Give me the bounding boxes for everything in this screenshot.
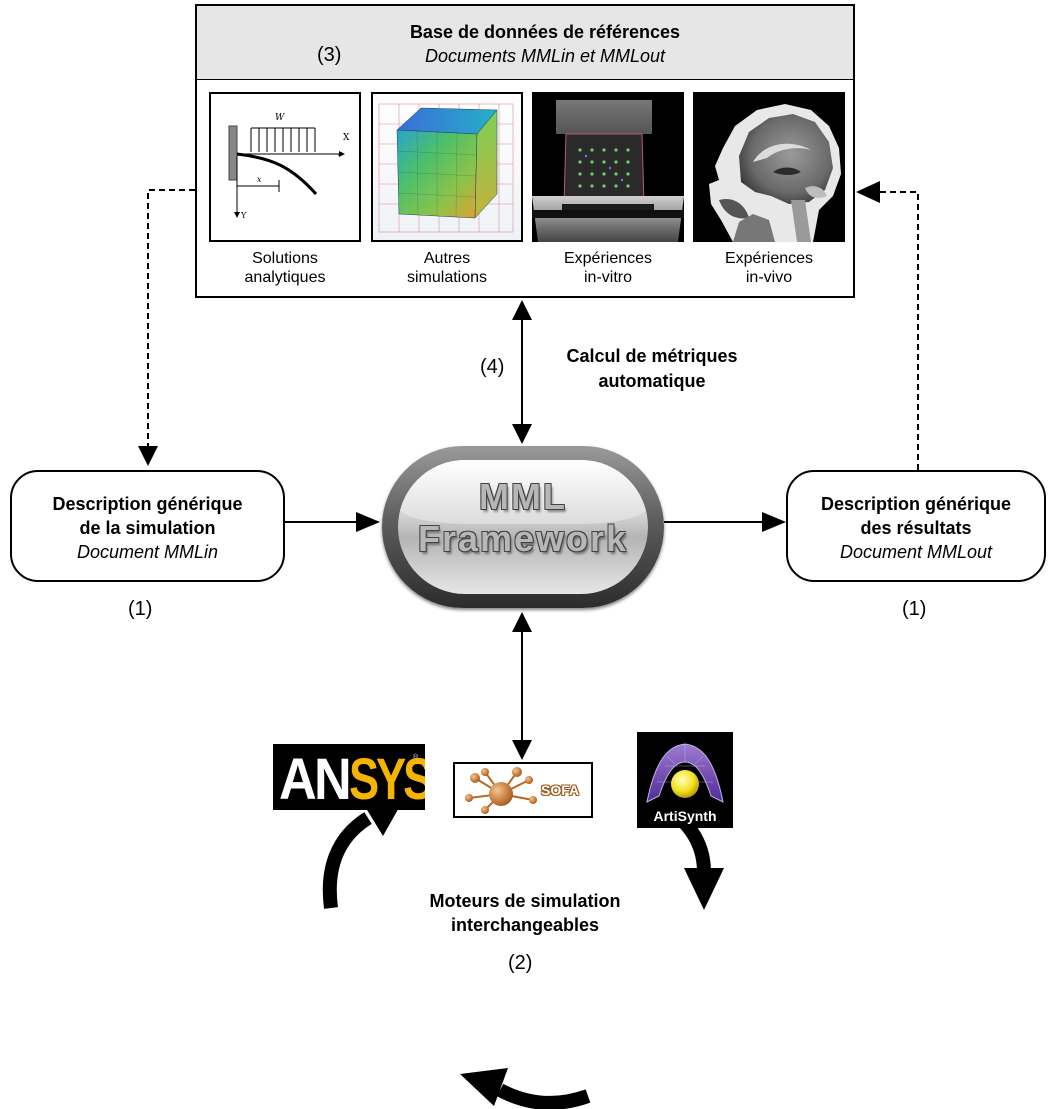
ansys-logo-sys: SYS: [349, 747, 425, 810]
framework-line2: Framework: [417, 518, 629, 559]
arrowhead-output: [762, 512, 786, 532]
cube-graphic: [378, 103, 514, 233]
arrowhead-framework-up: [512, 612, 532, 632]
dashed-arrow-output-to-db: [878, 191, 919, 470]
metrics-label: Calcul de métriques automatique: [542, 344, 762, 394]
database-number: (3): [317, 44, 342, 66]
db-item-2-line2: simulations: [406, 269, 488, 286]
input-description-title-line2: de la simulation: [79, 518, 216, 538]
engines-number: (2): [508, 952, 533, 974]
arrowhead-sofa-down: [512, 740, 532, 760]
output-description-subtitle: Document MMLout: [839, 542, 993, 562]
curved-arrow-ansys-to-sofa: [322, 812, 372, 909]
db-item-4-line1: Expériences: [724, 250, 814, 267]
artisynth-logo: ArtiSynth: [637, 732, 733, 828]
db-item-label-1: Solutions analytiques: [205, 249, 365, 287]
database-title: Base de données de références: [409, 22, 681, 42]
in-vitro-ct-scan-icon: [532, 92, 684, 242]
input-description-title-line1: Description générique: [52, 494, 243, 514]
sofa-logo-text: SOFA: [541, 782, 580, 798]
database-subtitle: Documents MMLin et MMLout: [424, 46, 666, 66]
db-item-label-3: Expériences in-vitro: [528, 249, 688, 287]
curved-arrowhead-sofa-to-artisynth: [684, 868, 724, 910]
in-vitro-graphic: [532, 100, 684, 242]
mml-framework-core: MML Framework: [398, 460, 648, 594]
curved-arrowhead-artisynth-to-ansys: [460, 1068, 508, 1106]
metrics-number: (4): [480, 356, 505, 378]
db-item-1-line2: analytiques: [244, 269, 326, 286]
arrowhead-db-up: [512, 300, 532, 320]
ansys-logo-an: AN: [279, 747, 352, 810]
beam-load-label: W: [275, 113, 285, 123]
db-item-label-4: Expériences in-vivo: [689, 249, 849, 287]
framework-line1: MML: [479, 476, 567, 517]
mri-graphic: [709, 104, 841, 242]
db-item-1-line1: Solutions: [252, 250, 318, 267]
sofa-logo: SOFA: [453, 762, 593, 818]
artisynth-mesh-icon: [646, 743, 724, 803]
metrics-line2: automatique: [598, 371, 706, 391]
engines-label: Moteurs de simulation interchangeables: [390, 889, 660, 937]
mri-head-scan-icon: [693, 92, 845, 242]
output-description-number: (1): [902, 598, 927, 620]
reference-database-header: (3) Base de données de références Docume…: [195, 4, 855, 80]
arrowhead-framework-down: [512, 424, 532, 444]
dashed-arrow-db-to-input: [147, 189, 195, 452]
arrowhead-framework-left: [356, 512, 380, 532]
framework-gloss: [398, 460, 648, 524]
engines-label-line1: Moteurs de simulation: [429, 891, 621, 911]
input-description-number: (1): [128, 598, 153, 620]
ansys-registered-mark: ®: [413, 754, 419, 761]
db-item-3-line2: in-vitro: [583, 269, 632, 286]
output-description-title-line2: des résultats: [860, 518, 972, 538]
sofa-molecule-icon: [465, 767, 537, 814]
db-item-2-line1: Autres: [423, 250, 471, 267]
engines-label-line2: interchangeables: [450, 915, 600, 935]
beam-dimension-label: x: [257, 175, 262, 184]
cantilever-beam-diagram-icon: W X Y x: [209, 92, 361, 242]
curved-arrow-artisynth-to-ansys: [496, 1083, 591, 1109]
output-description-title-line1: Description générique: [820, 494, 1012, 514]
db-item-label-2: Autres simulations: [367, 249, 527, 287]
output-description-box: Description générique des résultats Docu…: [786, 470, 1046, 582]
deformed-cube-simulation-icon: [371, 92, 523, 242]
ansys-logo: AN SYS ®: [273, 744, 425, 810]
beam-y-axis-label: Y: [240, 211, 247, 220]
arrowhead-db-right: [856, 181, 880, 203]
artisynth-logo-text: ArtiSynth: [653, 808, 717, 824]
input-description-subtitle: Document MMLin: [76, 542, 219, 562]
beam-graphic: W X Y x: [228, 113, 350, 220]
beam-x-axis-label: X: [343, 133, 350, 143]
db-item-3-line1: Expériences: [563, 250, 653, 267]
db-item-4-line2: in-vivo: [745, 269, 793, 286]
arrowhead-input: [138, 446, 158, 466]
input-description-box: Description générique de la simulation D…: [10, 470, 285, 582]
metrics-line1: Calcul de métriques: [566, 346, 738, 366]
